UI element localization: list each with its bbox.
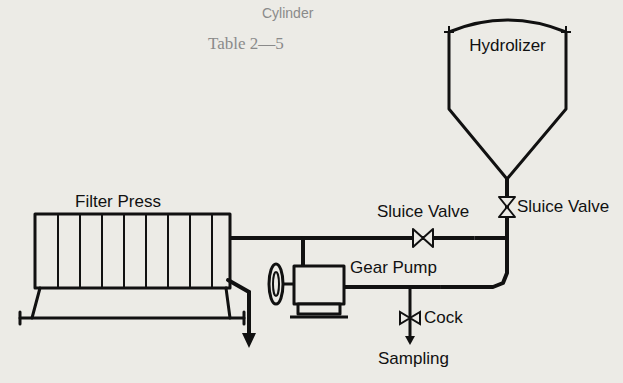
pipe-connector xyxy=(505,179,509,196)
pipe-connector xyxy=(303,238,372,254)
valve-symbol xyxy=(499,207,515,217)
plain-label: Sampling xyxy=(378,349,449,369)
pulley-groove xyxy=(273,272,279,296)
valve-symbol xyxy=(413,229,423,247)
base-mark xyxy=(19,312,22,324)
outline-group xyxy=(372,229,474,247)
press-leg xyxy=(226,288,230,318)
press-plate xyxy=(123,214,125,288)
outline-group xyxy=(499,196,515,218)
press-plate xyxy=(101,214,103,288)
node-label: Sluice Valve xyxy=(377,202,469,222)
outline-group xyxy=(35,214,235,288)
outline-group xyxy=(444,20,571,179)
pump-node: Gear Pump xyxy=(266,254,441,322)
press-plate xyxy=(167,214,169,288)
pump-foot xyxy=(290,316,348,319)
press-leg xyxy=(32,288,40,318)
press-plate xyxy=(211,214,213,288)
plain-label: Table 2—5 xyxy=(208,34,284,54)
base-mark xyxy=(243,312,246,324)
pipe-stub xyxy=(344,285,441,289)
press-plate xyxy=(145,214,147,288)
node-label: Gear Pump xyxy=(350,258,437,278)
valveV-node: Sluice Valve xyxy=(495,196,613,218)
sampling-arrowhead xyxy=(405,336,415,345)
flange-mark xyxy=(565,26,567,38)
pipe-connector xyxy=(235,238,303,254)
vessel-outline xyxy=(449,20,566,179)
press-node: Filter Press xyxy=(30,192,235,292)
node-label: Hydrolizer xyxy=(469,36,546,56)
pipe-connector xyxy=(441,218,507,287)
pipe-stub xyxy=(301,254,305,266)
valveH-node: Sluice Valve xyxy=(372,202,474,248)
valve-symbol xyxy=(499,197,515,207)
pipe-connector xyxy=(474,218,507,238)
press-plate xyxy=(189,214,191,288)
node-label: Filter Press xyxy=(75,192,161,212)
outlet-arrowhead xyxy=(242,333,256,348)
pulley xyxy=(269,264,283,304)
pipe-stub xyxy=(230,236,235,240)
press-base xyxy=(20,317,244,320)
press-plate xyxy=(57,214,59,288)
cock-symbol xyxy=(410,312,420,324)
plain-label: Cock xyxy=(424,308,463,328)
node-label: Sluice Valve xyxy=(517,197,609,217)
plain-label: Cylinder xyxy=(262,3,313,23)
pump-body xyxy=(294,266,344,304)
press-frame xyxy=(35,214,230,288)
pump-base xyxy=(298,304,340,314)
outline-group xyxy=(269,254,441,317)
hyd-node: Hydrolizer xyxy=(445,14,570,179)
pump-shaft xyxy=(283,283,294,286)
valve-symbol xyxy=(423,229,433,247)
cock-stem xyxy=(409,287,412,338)
flange-mark xyxy=(448,26,450,38)
press-plate xyxy=(79,214,81,288)
